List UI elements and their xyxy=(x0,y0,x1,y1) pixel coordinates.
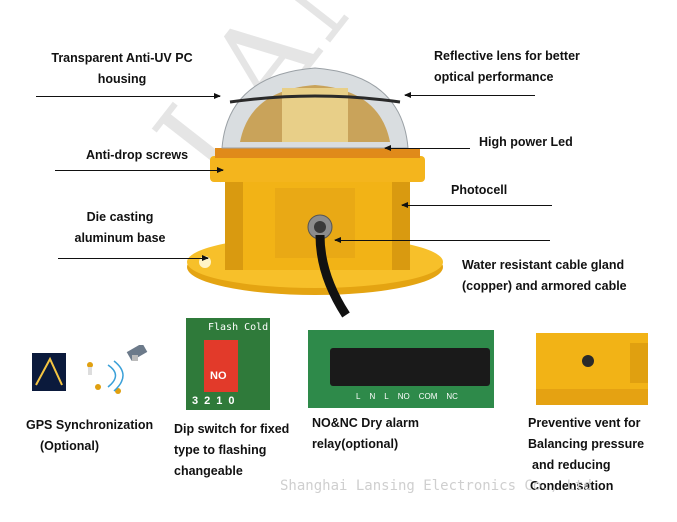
lens-label: Reflective lens for better optical perfo… xyxy=(434,46,580,88)
gland-label-line1: Water resistant cable gland xyxy=(462,258,625,272)
gps-label-line2: (Optional) xyxy=(40,439,100,453)
dip-switch-body: NO xyxy=(204,340,238,392)
dip-header-text: Flash Cold xyxy=(208,322,269,333)
dip-label-line2: type to flashing xyxy=(174,443,267,457)
dip-switch-text: NO xyxy=(210,370,227,382)
gps-thumbnail xyxy=(32,345,148,394)
vent-label-line1: Preventive vent for xyxy=(528,416,641,430)
housing-label-line2: housing xyxy=(97,72,147,86)
lens-arrow xyxy=(404,92,535,98)
dip-digit: 0 xyxy=(228,395,241,407)
gland-label: Water resistant cable gland (copper) and… xyxy=(462,255,627,297)
vent-label-line2: Balancing pressure xyxy=(528,437,645,451)
vent-label-line3: and reducing xyxy=(532,458,611,472)
vent-label-line4: Condensation xyxy=(530,479,614,493)
base-arrow xyxy=(58,255,209,261)
relay-terminal: NC xyxy=(446,392,458,401)
vent-thumbnail xyxy=(536,333,648,405)
base-label-line2: aluminum base xyxy=(74,231,166,245)
dip-label: Dip switch for fixed type to flashing ch… xyxy=(174,419,289,482)
relay-terminal: COM xyxy=(418,392,438,401)
photocell-arrow xyxy=(401,202,552,208)
dip-label-line3: changeable xyxy=(174,464,243,478)
led-label: High power Led xyxy=(479,135,573,149)
relay-terminal-block xyxy=(330,348,490,386)
relay-label-line2: relay(optional) xyxy=(312,437,399,451)
housing-label-line1: Transparent Anti-UV PC xyxy=(51,51,193,65)
company-footer: Shanghai Lansing Electronics Co., Ltd xyxy=(280,478,592,494)
dip-digit: 2 xyxy=(204,395,217,407)
relay-label: NO&NC Dry alarm relay(optional) xyxy=(312,413,419,455)
led-arrow xyxy=(384,145,470,151)
screws-label: Anti-drop screws xyxy=(86,148,189,162)
relay-terminal: L xyxy=(384,392,389,401)
housing-label: Transparent Anti-UV PC housing xyxy=(48,48,196,90)
relay-terminal: L xyxy=(356,392,361,401)
gps-label: GPS Synchronization (Optional) xyxy=(26,415,153,457)
vent-label: Preventive vent for Balancing pressure a… xyxy=(528,413,644,497)
base-label: Die casting aluminum base xyxy=(66,207,174,249)
dip-digits: 3210 xyxy=(192,395,241,407)
photocell-label: Photocell xyxy=(451,183,508,197)
dip-digit: 1 xyxy=(216,395,229,407)
gland-label-line2: (copper) and armored cable xyxy=(462,279,627,293)
screws-arrow xyxy=(55,167,224,173)
lens-label-line1: Reflective lens for better xyxy=(434,49,580,63)
product-illustration xyxy=(187,67,443,318)
dip-digit: 3 xyxy=(192,395,205,407)
gland-arrow xyxy=(334,237,550,243)
relay-label-line1: NO&NC Dry alarm xyxy=(312,416,419,430)
base-label-line1: Die casting xyxy=(86,210,154,224)
housing-arrow xyxy=(36,93,221,99)
lens-label-line2: optical performance xyxy=(434,70,554,84)
relay-terminal: NO xyxy=(397,392,410,401)
dip-label-line1: Dip switch for fixed xyxy=(174,422,290,436)
relay-terminal: N xyxy=(369,392,376,401)
gps-label-line1: GPS Synchronization xyxy=(26,418,154,432)
dip-switch-thumbnail: Flash Cold NO 3210 xyxy=(186,318,270,410)
